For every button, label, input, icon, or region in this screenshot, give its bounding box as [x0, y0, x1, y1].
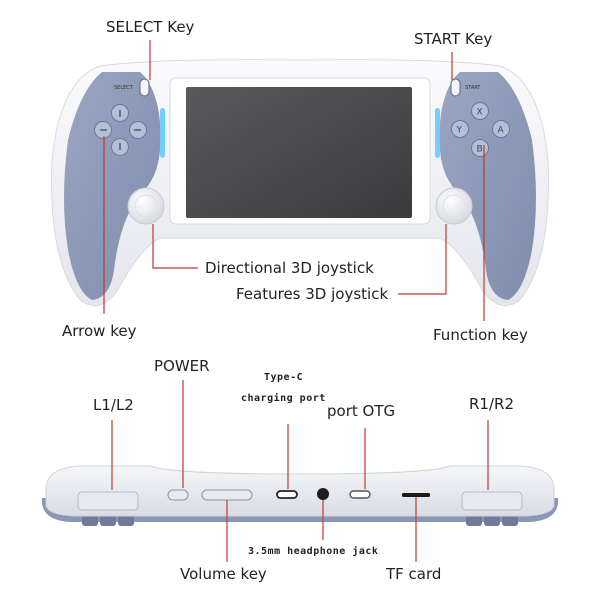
- label-features-joystick: Features 3D joystick: [236, 285, 389, 303]
- label-function-key: Function key: [433, 326, 528, 344]
- power-button[interactable]: [167, 489, 189, 501]
- otg-port[interactable]: [349, 490, 371, 499]
- dpad[interactable]: [94, 104, 147, 156]
- label-start-key: START Key: [414, 30, 493, 48]
- volume-rocker[interactable]: [201, 489, 253, 501]
- face-button-x: [471, 102, 489, 120]
- side-view: [41, 465, 559, 526]
- label-tf-card: TF card: [386, 565, 442, 583]
- label-select-key: SELECT Key: [106, 18, 195, 36]
- left-glow: [160, 108, 165, 158]
- start-button[interactable]: [450, 78, 461, 97]
- headphone-jack[interactable]: [317, 488, 329, 500]
- label-directional-joystick: Directional 3D joystick: [205, 259, 374, 277]
- right-glow: [435, 108, 440, 158]
- face-button-a: [492, 120, 510, 138]
- svg-text:A: A: [498, 126, 505, 136]
- face-buttons[interactable]: X Y A B: [451, 102, 510, 157]
- screen: [186, 87, 412, 218]
- type-c-port[interactable]: [276, 490, 298, 499]
- label-port-otg: port OTG: [327, 402, 396, 420]
- leader-lines: [103, 40, 489, 562]
- label-type-c-line1: Type-C: [264, 372, 304, 383]
- front-view: SELECT START X Y A B: [51, 59, 549, 307]
- tf-card-slot[interactable]: [402, 493, 430, 497]
- left-joystick[interactable]: [127, 187, 165, 225]
- label-headphone-jack: 3.5mm headphone jack: [248, 546, 379, 557]
- face-button-y: [451, 120, 469, 138]
- right-joystick[interactable]: [435, 187, 473, 225]
- select-print: SELECT: [114, 85, 134, 91]
- label-power: POWER: [154, 357, 210, 375]
- label-volume-key: Volume key: [180, 565, 267, 583]
- svg-text:Y: Y: [456, 126, 463, 136]
- side-body: [45, 465, 555, 517]
- start-print: START: [465, 85, 481, 91]
- label-arrow-key: Arrow key: [62, 322, 137, 340]
- label-r1r2: R1/R2: [469, 395, 514, 413]
- label-l1l2: L1/L2: [93, 396, 134, 414]
- label-type-c-line2: charging port: [241, 393, 326, 404]
- l1-l2-bumper[interactable]: [77, 491, 139, 511]
- select-button[interactable]: [139, 78, 150, 97]
- r1-r2-bumper[interactable]: [461, 491, 523, 511]
- svg-text:X: X: [477, 108, 483, 118]
- svg-text:B: B: [477, 145, 483, 155]
